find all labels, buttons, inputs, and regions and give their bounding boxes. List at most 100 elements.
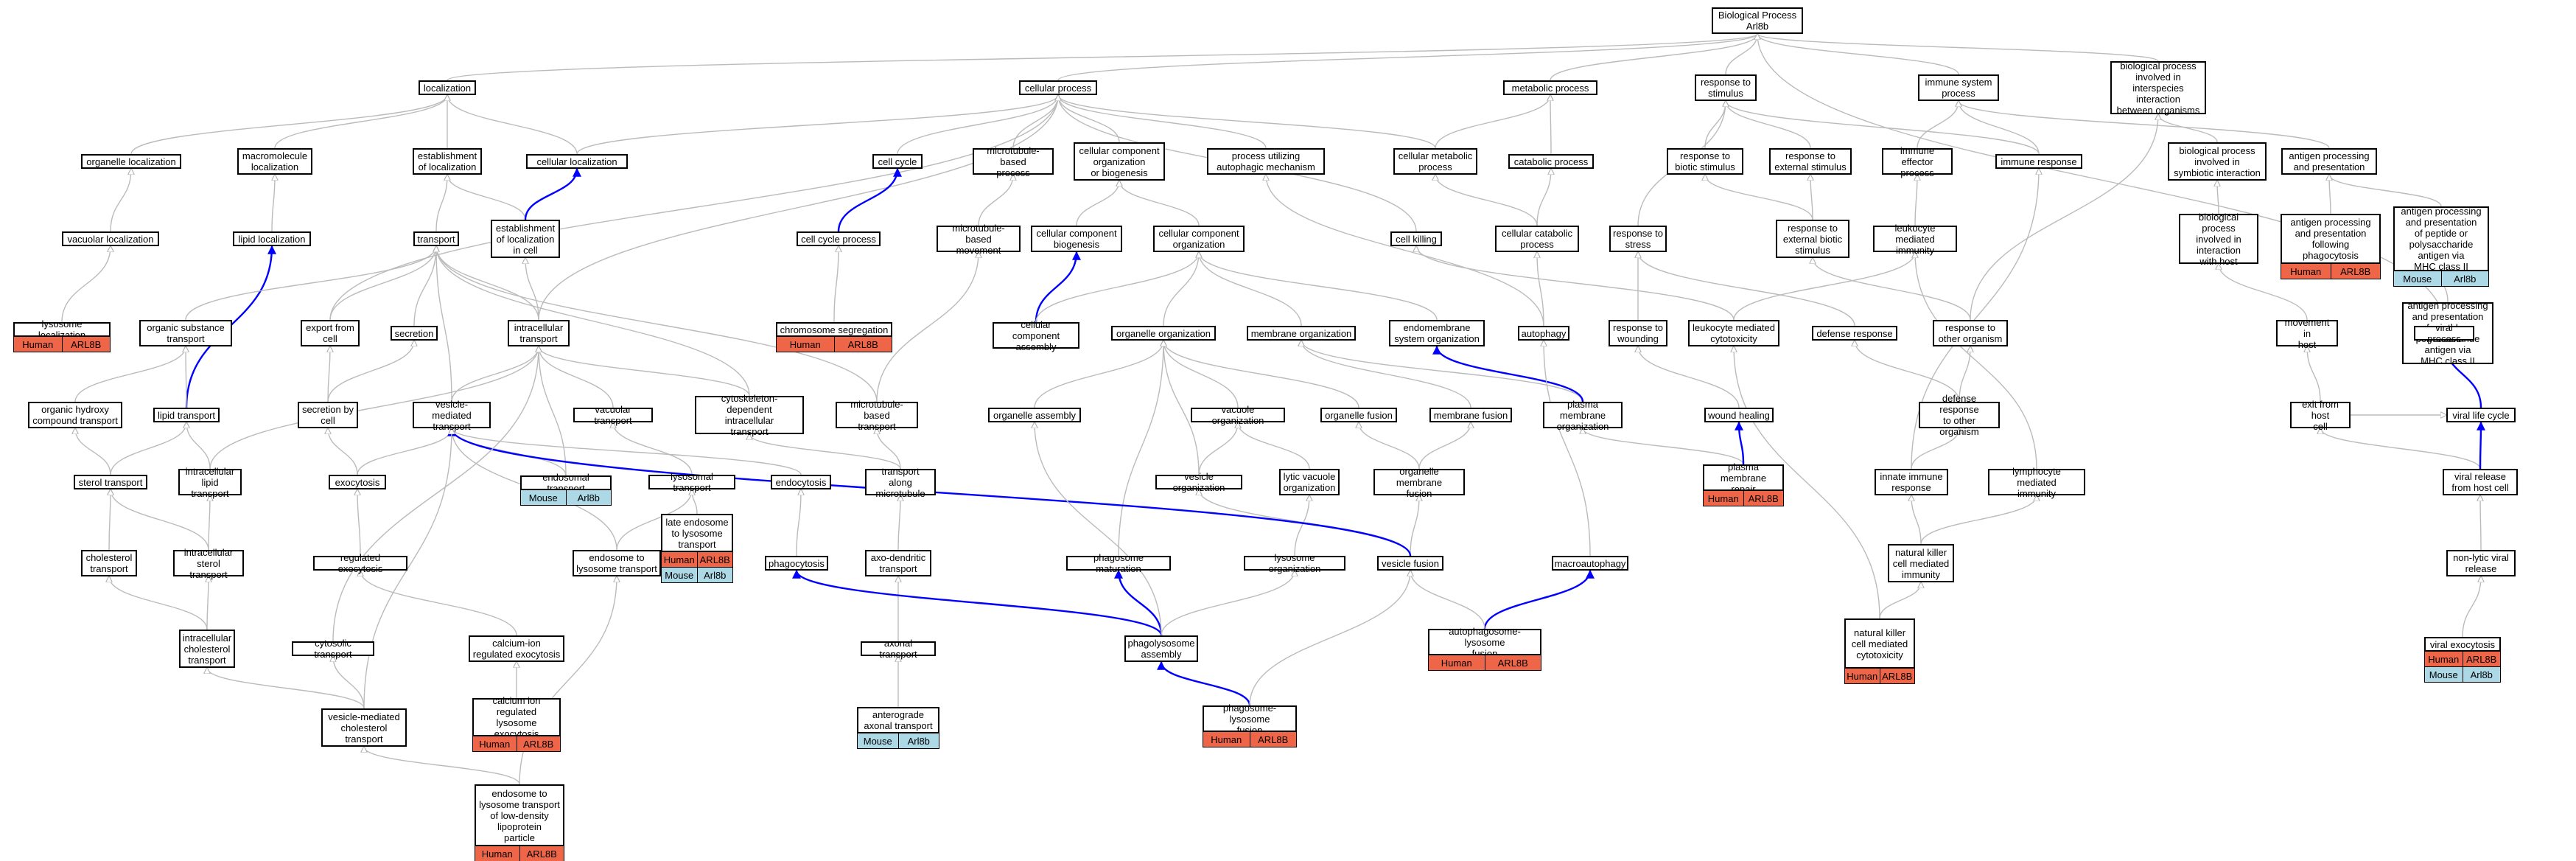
go-term-node-cco[interactable]: cellular component organization (1153, 226, 1245, 252)
go-term-node-def_other[interactable]: defense response to other organism (1919, 393, 2000, 437)
go-term-node-interspecies[interactable]: biological process involved in interspec… (2110, 60, 2206, 116)
go-term-node-ag_phago[interactable]: antigen processing and presentation foll… (2281, 214, 2381, 264)
go-term-node-intra_lipid[interactable]: intracellular lipid transport (178, 466, 242, 499)
go-term-node-cc_proc[interactable]: cell cycle process (797, 231, 881, 246)
go-term-node-sec_cell[interactable]: secretion by cell (298, 402, 358, 428)
go-term-node-mov_host[interactable]: movement in host (2276, 317, 2338, 350)
go-term-node-resp_other[interactable]: response to other organism (1933, 320, 2008, 346)
go-term-node-ccb[interactable]: cellular component biogenesis (1031, 226, 1122, 252)
go-term-node-endo_ldl[interactable]: endosome to lysosome transport of low-de… (475, 784, 564, 846)
go-term-node-mt_tr[interactable]: microtubule-based transport (836, 399, 918, 432)
go-term-node-resp_stim[interactable]: response to stimulus (1695, 74, 1757, 101)
go-term-node-ca_lyso_exo[interactable]: calcium ion regulated lysosome exocytosi… (472, 695, 561, 739)
go-term-node-leuk_cyto[interactable]: leukocyte mediated cytotoxicity (1688, 320, 1779, 346)
go-term-node-phago_mat[interactable]: phagosome maturation (1066, 552, 1171, 574)
go-term-node-cell_metab[interactable]: cellular metabolic process (1393, 148, 1477, 175)
go-term-node-resp_ext_biotic[interactable]: response to external biotic stimulus (1776, 220, 1849, 258)
go-term-node-mt_mov[interactable]: microtubule-based movement (937, 223, 1021, 256)
go-term-node-resp_ext[interactable]: response to external stimulus (1769, 148, 1852, 175)
go-term-node-resp_biotic[interactable]: response to biotic stimulus (1667, 148, 1743, 175)
go-term-node-lymph[interactable]: lymphocyte mediated immunity (1988, 466, 2085, 499)
go-term-node-estab_loc[interactable]: establishment of localization (413, 148, 482, 175)
go-term-node-org_org[interactable]: organelle organization (1111, 326, 1216, 341)
go-term-node-axo_dend[interactable]: axo-dendritic transport (865, 550, 931, 576)
go-term-node-ves_org[interactable]: vesicle organization (1155, 471, 1242, 493)
go-term-node-catab[interactable]: catabolic process (1508, 154, 1594, 169)
go-term-node-symbiotic[interactable]: biological process involved in symbiotic… (2168, 142, 2267, 181)
go-term-node-wound[interactable]: response to wounding (1609, 320, 1667, 346)
go-term-node-vac_loc[interactable]: vacuolar localization (62, 231, 159, 246)
go-term-node-leuk_imm[interactable]: leukocyte mediated immunity (1873, 223, 1957, 256)
go-term-node-cell_cycle[interactable]: cell cycle (872, 154, 923, 169)
go-term-node-macroautoph[interactable]: macroautophagy (1552, 556, 1628, 571)
go-term-node-ves_chol[interactable]: vesicle-mediated cholesterol transport (321, 708, 407, 747)
go-term-node-nk_cyto[interactable]: natural killer cell mediated cytotoxicit… (1844, 618, 1915, 669)
go-term-node-wound_heal[interactable]: wound healing (1704, 408, 1774, 422)
go-term-node-ves_med[interactable]: vesicle-mediated transport (413, 399, 491, 432)
go-term-node-pm_org[interactable]: plasma membrane organization (1543, 399, 1623, 432)
go-term-node-lytic_vac[interactable]: lytic vacuole organization (1279, 469, 1340, 495)
go-term-node-intra_chol[interactable]: intracellular cholesterol transport (179, 630, 235, 668)
go-term-node-viral_exo[interactable]: viral exocytosis (2424, 637, 2501, 652)
go-term-node-autolyso[interactable]: autophagosome-lysosome fusion (1428, 626, 1541, 659)
go-term-node-viral_proc[interactable]: viral process (2414, 322, 2474, 344)
go-term-node-cell_kill[interactable]: cell killing (1390, 231, 1442, 246)
go-term-node-mem_fusion[interactable]: membrane fusion (1429, 408, 1512, 422)
go-term-node-export[interactable]: export from cell (301, 320, 360, 346)
go-term-node-org_mem_fus[interactable]: organelle membrane fusion (1373, 466, 1465, 499)
go-term-node-intra_sterol[interactable]: intracellular sterol transport (173, 547, 244, 580)
go-term-node-reg_exo[interactable]: regulated exocytosis (313, 552, 407, 574)
go-term-node-immsys[interactable]: immune system process (1918, 74, 1999, 101)
go-term-node-cytosolic[interactable]: cytosolic transport (292, 638, 374, 660)
go-term-node-lipid_tr[interactable]: lipid transport (153, 408, 220, 422)
go-term-node-viral_life[interactable]: viral life cycle (2446, 408, 2516, 422)
go-term-node-mem_org[interactable]: membrane organization (1247, 326, 1356, 341)
go-term-node-secretion[interactable]: secretion (391, 326, 438, 341)
go-term-node-cytoskel_tr[interactable]: cytoskeleton-dependent intracellular tra… (695, 393, 804, 437)
go-term-node-vac_tr[interactable]: vacuolar transport (573, 404, 653, 426)
go-term-node-org_assem[interactable]: organelle assembly (988, 408, 1081, 422)
go-term-node-pm_repair[interactable]: plasma membrane repair (1703, 461, 1784, 495)
go-term-node-cell_loc[interactable]: cellular localization (526, 154, 628, 169)
go-term-node-autoph_mech[interactable]: process utilizing autophagic mechanism (1207, 148, 1325, 175)
go-term-node-phagolyso[interactable]: phagolysosome assembly (1124, 635, 1198, 662)
go-term-node-phago_lyso_fus[interactable]: phagosome-lysosome fusion (1203, 703, 1297, 736)
go-term-node-late_endo[interactable]: late endosome to lysosome transport (661, 514, 733, 552)
go-term-node-org_sub[interactable]: organic substance transport (139, 320, 232, 346)
go-term-node-axonal[interactable]: axonal transport (861, 638, 936, 660)
go-term-node-endo_lyso[interactable]: endosome to lysosome transport (573, 550, 661, 576)
go-term-node-def_resp[interactable]: defense response (1812, 326, 1897, 341)
go-term-node-estab_loc_cell[interactable]: establishment of localization in cell (491, 220, 560, 258)
go-term-node-exit_host[interactable]: exit from host cell (2290, 399, 2351, 432)
go-term-node-loc[interactable]: localization (419, 80, 476, 95)
go-term-node-chrom_seg[interactable]: chromosome segregation (776, 322, 892, 337)
go-term-node-exocytosis[interactable]: exocytosis (329, 475, 386, 489)
go-term-node-lyso_loc[interactable]: lysosome localization (13, 318, 111, 341)
go-term-node-cco_bio[interactable]: cellular component organization or bioge… (1074, 142, 1165, 181)
go-term-node-ag_proc[interactable]: antigen processing and presentation (2281, 148, 2377, 175)
go-term-node-endosomal[interactable]: endosomal transport (520, 472, 612, 494)
go-term-node-ag_mhc2[interactable]: antigen processing and presentation of p… (2393, 206, 2489, 272)
go-term-node-cell_catab[interactable]: cellular catabolic process (1495, 226, 1579, 252)
go-term-node-lipid_loc[interactable]: lipid localization (233, 231, 311, 246)
go-term-node-viral_release[interactable]: viral release from host cell (2443, 469, 2518, 495)
go-term-node-antero[interactable]: anterograde axonal transport (857, 707, 939, 733)
go-term-node-ccass[interactable]: cellular component assembly (993, 319, 1079, 352)
go-term-node-autophagy[interactable]: autophagy (1518, 326, 1569, 341)
go-term-node-lyso_org[interactable]: lysosome organization (1244, 552, 1345, 574)
go-term-node-metab[interactable]: metabolic process (1503, 80, 1597, 95)
go-term-node-sterol_tr[interactable]: sterol transport (74, 475, 147, 489)
go-term-node-transport[interactable]: transport (413, 231, 459, 246)
go-term-node-resp_stress[interactable]: response to stress (1609, 226, 1667, 252)
go-term-node-endo_sys[interactable]: endomembrane system organization (1389, 320, 1485, 346)
go-term-node-innate[interactable]: innate immune response (1875, 469, 1948, 495)
go-term-node-chol_tr[interactable]: cholesterol transport (81, 550, 137, 576)
go-term-node-lyso_tr[interactable]: lysosomal transport (648, 471, 735, 493)
go-term-node-macro_loc[interactable]: macromolecule localization (237, 148, 312, 175)
go-term-node-nonlytic[interactable]: non-lytic viral release (2446, 550, 2516, 576)
go-term-node-org_fusion[interactable]: organelle fusion (1320, 408, 1397, 422)
go-term-node-endocytosis[interactable]: endocytosis (771, 475, 831, 489)
go-term-node-intracell[interactable]: intracellular transport (508, 320, 570, 346)
go-term-node-phagocytosis[interactable]: phagocytosis (765, 556, 828, 571)
go-term-node-imm_resp[interactable]: immune response (1995, 154, 2082, 169)
